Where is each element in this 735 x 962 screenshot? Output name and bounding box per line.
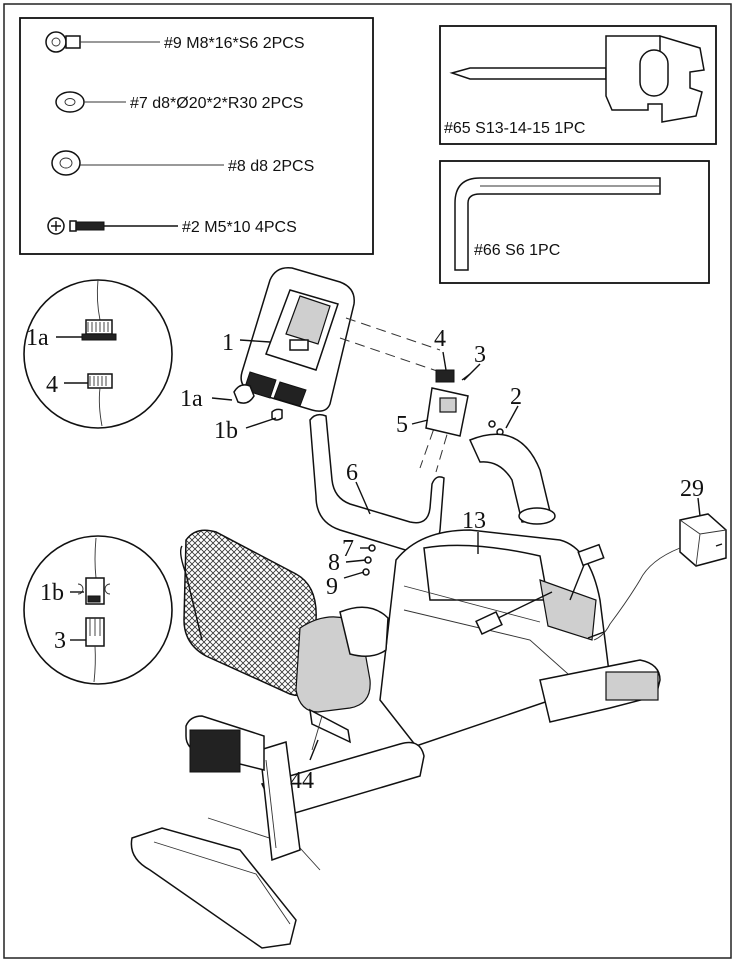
callout-label: 3 <box>474 342 486 368</box>
wrench-label: #65 S13-14-15 1PC <box>444 120 585 137</box>
callout-label: 6 <box>346 460 358 486</box>
console-illustration <box>233 267 355 421</box>
callout-label: 4 <box>434 326 446 352</box>
flat-washer-icon <box>51 150 224 176</box>
callout-label: 1a <box>180 386 203 412</box>
hardware-item-label: #8 d8 2PCS <box>228 158 314 175</box>
hardware-item-label: #2 M5*10 4PCS <box>182 219 297 236</box>
callout-label: 2 <box>510 384 522 410</box>
allen-key-icon <box>454 177 661 271</box>
callout-group: 1 1a 1b 4 3 2 5 6 7 8 9 13 29 44 <box>180 326 704 794</box>
curved-washer-icon <box>55 91 126 113</box>
bolt-icon <box>45 31 160 53</box>
callout-label: 3 <box>54 628 66 654</box>
callout-label: 44 <box>290 768 314 794</box>
allen-key-label: #66 S6 1PC <box>474 242 560 259</box>
page-border <box>3 3 732 959</box>
callout-label: 1b <box>40 580 64 606</box>
allen-key-box: #66 S6 1PC <box>439 160 710 284</box>
callout-label: 5 <box>396 412 408 438</box>
connector-detail-bottom: 1b 3 <box>23 535 173 685</box>
connector-detail-top: 1a 4 <box>23 279 173 429</box>
wrench-box: #65 S13-14-15 1PC <box>439 25 717 145</box>
callout-label: 29 <box>680 476 704 502</box>
callout-label: 7 <box>342 536 354 562</box>
callout-label: 1b <box>214 418 238 444</box>
screw-icon <box>47 217 178 235</box>
callout-label: 8 <box>328 550 340 576</box>
callout-label: 13 <box>462 508 486 534</box>
hardware-item-label: #9 M8*16*S6 2PCS <box>164 35 305 52</box>
bike-drawing <box>130 267 727 949</box>
wrench-icon <box>449 34 705 123</box>
hardware-item-label: #7 d8*Ø20*2*R30 2PCS <box>130 95 303 112</box>
hardware-box: #9 M8*16*S6 2PCS #7 d8*Ø20*2*R30 2PCS #8… <box>19 17 374 255</box>
callout-label: 9 <box>326 574 338 600</box>
callout-label: 4 <box>46 372 58 398</box>
power-adapter-illustration <box>587 513 727 641</box>
callout-label: 1a <box>26 325 49 351</box>
callout-label: 1 <box>222 330 234 356</box>
